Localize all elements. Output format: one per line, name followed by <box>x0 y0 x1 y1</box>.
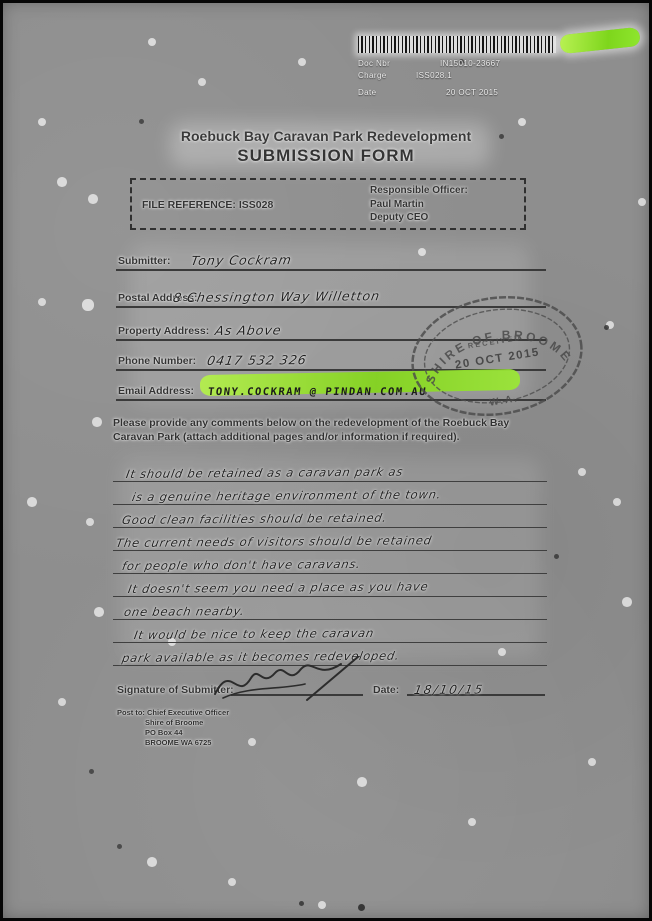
doc-nbr-value: IN15010-23667 <box>440 59 501 68</box>
submitter-signature-scrawl <box>214 656 360 701</box>
shire-of-broome-received-stamp: SHIRE OF BROOME RECEIVED 20 OCT 2015 W.A… <box>411 295 583 417</box>
post-to-block: Post to: Chief Executive Officer Shire o… <box>117 708 229 748</box>
property-address-value-handwriting: As Above <box>214 322 283 338</box>
officer-name: Paul Martin <box>370 198 424 210</box>
phone-number-label: Phone Number: <box>118 355 197 367</box>
charge-label: Charge <box>358 71 387 80</box>
comment-handwriting: for people who don't have caravans. <box>121 556 362 573</box>
comment-line: for people who don't have caravans. <box>113 552 547 574</box>
records-meta-row: Doc Nbr IN15010-23667 <box>358 59 588 68</box>
property-address-label: Property Address: <box>118 325 210 337</box>
comment-line: one beach nearby. <box>113 598 547 620</box>
field-property-address: Property Address: As Above <box>116 316 546 341</box>
responsible-officer-block: Responsible Officer: Paul Martin Deputy … <box>370 184 468 225</box>
postal-address-value-handwriting: 8 Chessington Way Willetton <box>172 288 382 305</box>
post-to-line1: Post to: Chief Executive Officer <box>117 708 230 717</box>
comment-line: Good clean facilities should be retained… <box>113 506 547 528</box>
field-phone-number: Phone Number: 0417 532 326 <box>116 346 546 371</box>
date-field-label: Date: <box>373 684 400 696</box>
stamp-wa-text: W.A. <box>489 393 520 409</box>
comment-line: It doesn't seem you need a place as you … <box>113 575 547 597</box>
scan-noise-dark <box>0 0 3 3</box>
doc-nbr-label: Doc Nbr <box>358 59 391 68</box>
signature-label: Signature of Submitter: <box>117 684 234 696</box>
comment-line: It should be retained as a caravan park … <box>113 460 547 482</box>
responsible-officer-label: Responsible Officer: <box>370 185 468 196</box>
records-barcode <box>358 36 556 53</box>
instructions-paragraph: Please provide any comments below on the… <box>113 417 510 443</box>
date-line <box>407 694 545 696</box>
comment-handwriting: It would be nice to keep the caravan <box>133 625 376 642</box>
phone-number-value-handwriting: 0417 532 326 <box>206 352 309 368</box>
comment-line: The current needs of visitors should be … <box>113 529 547 551</box>
comment-handwriting: Good clean facilities should be retained… <box>121 510 389 527</box>
signature-row: Signature of Submitter: Date: 18/10/15 <box>113 656 549 701</box>
post-to-line4: BROOME WA 6725 <box>145 738 212 747</box>
comment-handwriting: It should be retained as a caravan park … <box>125 464 405 481</box>
post-to-line3: PO Box 44 <box>145 728 183 737</box>
scan-noise-white <box>0 0 4 4</box>
field-email-address: Email Address: TONY.COCKRAM @ PINDAN.COM… <box>116 368 546 401</box>
records-meta-row: Date 20 OCT 2015 <box>358 88 588 97</box>
comment-line: park available as it becomes redeveloped… <box>113 644 547 666</box>
submitter-value-handwriting: Tony Cockram <box>190 252 294 268</box>
file-reference-box: FILE REFERENCE: ISS028 Responsible Offic… <box>130 178 526 230</box>
email-address-label: Email Address: <box>118 385 195 397</box>
post-to-line2: Shire of Broome <box>145 718 204 727</box>
form-subtitle: SUBMISSION FORM <box>237 146 415 165</box>
comment-line: is a genuine heritage environment of the… <box>113 483 547 505</box>
green-highlighter-mark <box>559 26 641 55</box>
email-address-value-handwriting: TONY.COCKRAM @ PINDAN.COM.AU <box>207 386 428 398</box>
postal-address-label: Postal Address: <box>118 292 198 304</box>
comment-handwriting: one beach nearby. <box>123 603 246 619</box>
date-value: 20 OCT 2015 <box>446 88 499 97</box>
records-meta-block: Doc Nbr IN15010-23667 Charge ISS028.1 Da… <box>358 59 588 100</box>
comment-handwriting: The current needs of visitors should be … <box>115 533 434 550</box>
comment-handwriting: is a genuine heritage environment of the… <box>131 487 443 504</box>
officer-title: Deputy CEO <box>370 212 429 223</box>
date-value-handwriting: 18/10/15 <box>413 682 486 697</box>
field-postal-address: Postal Address: 8 Chessington Way Willet… <box>116 282 546 308</box>
signature-line <box>231 694 363 696</box>
charge-value: ISS028.1 <box>416 71 453 80</box>
comment-line: It would be nice to keep the caravan <box>113 621 547 643</box>
comment-handwriting: It doesn't seem you need a place as you … <box>127 579 430 596</box>
file-reference: FILE REFERENCE: ISS028 <box>142 199 274 211</box>
date-label: Date <box>358 88 377 97</box>
records-meta-row: Charge ISS028.1 <box>358 71 588 80</box>
form-title: Roebuck Bay Caravan Park Redevelopment <box>180 128 472 144</box>
field-submitter: Submitter: Tony Cockram <box>116 246 546 271</box>
submitter-label: Submitter: <box>118 255 171 267</box>
